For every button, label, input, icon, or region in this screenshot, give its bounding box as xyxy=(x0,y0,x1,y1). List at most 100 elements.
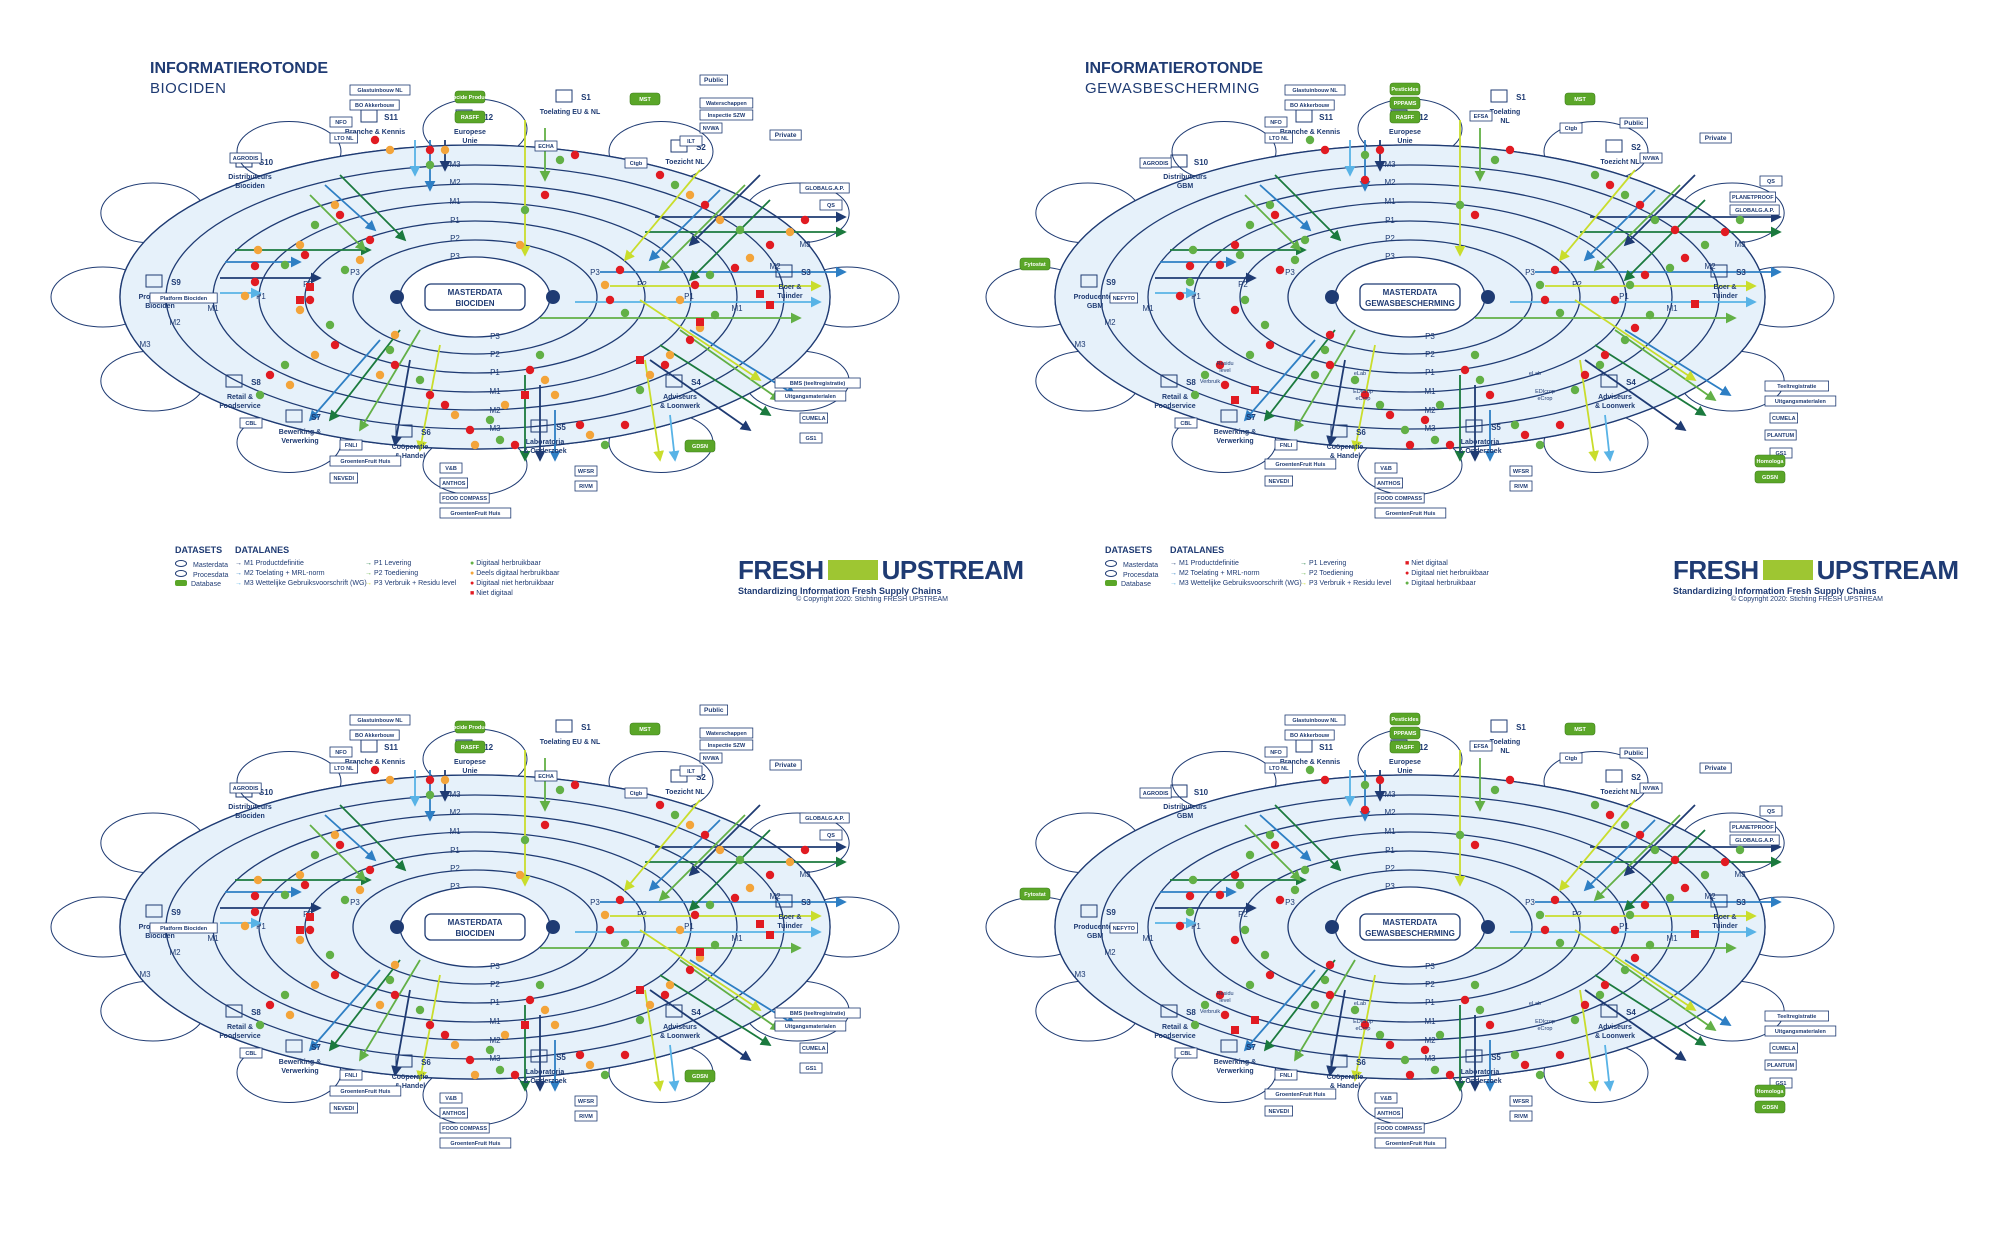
status-dot xyxy=(1320,345,1330,355)
tag-box xyxy=(699,704,729,716)
lane-annotation: EDIcrop xyxy=(1353,389,1373,395)
lane-label: P2 Toediening xyxy=(1308,570,1354,577)
masterdata-box xyxy=(424,913,526,941)
status-dot xyxy=(555,785,565,795)
database-label: RASFF xyxy=(461,745,480,751)
status-dot xyxy=(1385,410,1395,420)
sector-name: Tuinder xyxy=(1712,293,1737,300)
tag-box xyxy=(699,752,723,764)
ring-label-lower: P3 xyxy=(1425,332,1435,341)
tag-label: NVWA xyxy=(1643,156,1660,162)
database-label: MST xyxy=(639,97,651,103)
status-dot xyxy=(253,875,263,885)
tag-label: Private xyxy=(1705,765,1727,772)
status-dot xyxy=(370,135,380,145)
sector-name: & Loonwerk xyxy=(660,403,700,410)
status-dot xyxy=(1490,785,1500,795)
status-dot xyxy=(415,375,425,385)
tag-label: ANTHOS xyxy=(442,1111,466,1117)
sector-name: Branche & Kennis xyxy=(1280,129,1340,136)
sector-icon xyxy=(1465,1049,1483,1063)
status-dot xyxy=(1595,360,1605,370)
sector-code: S11 xyxy=(1319,743,1333,752)
tag-box xyxy=(1764,429,1797,441)
datalane-arrow xyxy=(1614,329,1717,402)
tag-label: GroentenFruit Huis xyxy=(340,1089,390,1095)
tag-box xyxy=(329,116,353,128)
sector-icon xyxy=(1490,89,1508,103)
sector-code: S4 xyxy=(1626,1008,1636,1017)
tag-box xyxy=(1619,117,1649,129)
status-dot xyxy=(1470,840,1480,850)
status-dot xyxy=(1325,990,1335,1000)
status-dot xyxy=(700,830,710,840)
lane-annotation: eLab xyxy=(1354,1001,1366,1007)
ring-label-upper: M3 xyxy=(1384,790,1396,799)
status-dot xyxy=(1200,1000,1210,1010)
ring-label-right: M1 xyxy=(1666,304,1678,313)
status-dot xyxy=(1445,1070,1455,1080)
tag-label: BO Akkerbouw xyxy=(1290,733,1330,739)
status-dot xyxy=(1420,1045,1430,1055)
tag-box xyxy=(1729,204,1780,216)
status-dot xyxy=(1735,215,1745,225)
database-icon xyxy=(1564,92,1596,106)
ring-label-lower: P1 xyxy=(1425,998,1435,1007)
ring-label-lower: P3 xyxy=(490,332,500,341)
database-icon xyxy=(1754,470,1786,484)
tag-box xyxy=(229,152,262,164)
tag-label: Uitgangsmaterialen xyxy=(1775,1029,1827,1035)
datalane-arrow xyxy=(1624,329,1732,396)
recycle-icon xyxy=(390,290,404,304)
sector-name: Europese xyxy=(454,129,486,136)
tag-label: CUMELA xyxy=(1772,1046,1796,1052)
datalane-arrow xyxy=(623,169,701,262)
sector-name: Biociden xyxy=(145,303,175,310)
ring-label-left: M3 xyxy=(1074,970,1086,979)
status-dot xyxy=(1320,145,1330,155)
status-dot xyxy=(600,440,610,450)
tag-label: ANTHOS xyxy=(1377,1111,1401,1117)
tag-box xyxy=(534,140,558,152)
database-icon xyxy=(1754,1084,1786,1098)
dataset-database: Database xyxy=(175,580,221,588)
status-dot xyxy=(1445,440,1455,450)
tag-label: Platform Biociden xyxy=(160,926,208,932)
sector-code: S5 xyxy=(1491,423,1501,432)
tag-label: PLANTUM xyxy=(1767,433,1794,439)
logo-left: FRESH xyxy=(738,555,824,585)
sector-name: NL xyxy=(1500,118,1510,125)
sector-code: S12 xyxy=(479,113,494,122)
status-dot xyxy=(1350,375,1360,385)
status-dot xyxy=(1405,440,1415,450)
status-dot xyxy=(425,790,435,800)
sector-code: S1 xyxy=(581,723,591,732)
status-dot xyxy=(1485,1020,1495,1030)
status-square xyxy=(636,356,644,364)
sector-name: Toelating xyxy=(1490,109,1521,116)
status-dot xyxy=(600,1070,610,1080)
tag-label: CBL xyxy=(245,421,257,427)
sector-name: & Loonwerk xyxy=(1595,1033,1635,1040)
status-dot xyxy=(675,295,685,305)
recycle-icon xyxy=(1325,920,1339,934)
status-dot xyxy=(1470,980,1480,990)
tag-label: NVWA xyxy=(1643,786,1660,792)
tag-label: LTO NL xyxy=(334,766,354,772)
status-square xyxy=(766,301,774,309)
status-dot xyxy=(1610,925,1620,935)
status-dot xyxy=(765,240,775,250)
tag-label: Waterschappen xyxy=(706,731,747,737)
tag-label: NVWA xyxy=(703,756,720,762)
ring-label-upper: P2 xyxy=(450,234,460,243)
tag-label: ANTHOS xyxy=(442,481,466,487)
lane-annotation: eLab xyxy=(1529,371,1541,377)
tag-box xyxy=(1699,132,1732,144)
status-dot xyxy=(1375,145,1385,155)
lane-annotation: EDIcrop xyxy=(1535,389,1555,395)
status-dot xyxy=(310,350,320,360)
database-label: Biocide Products xyxy=(447,725,492,731)
datalane-arrow xyxy=(328,959,401,1052)
status-dot xyxy=(300,880,310,890)
sector-code: S9 xyxy=(171,278,181,287)
